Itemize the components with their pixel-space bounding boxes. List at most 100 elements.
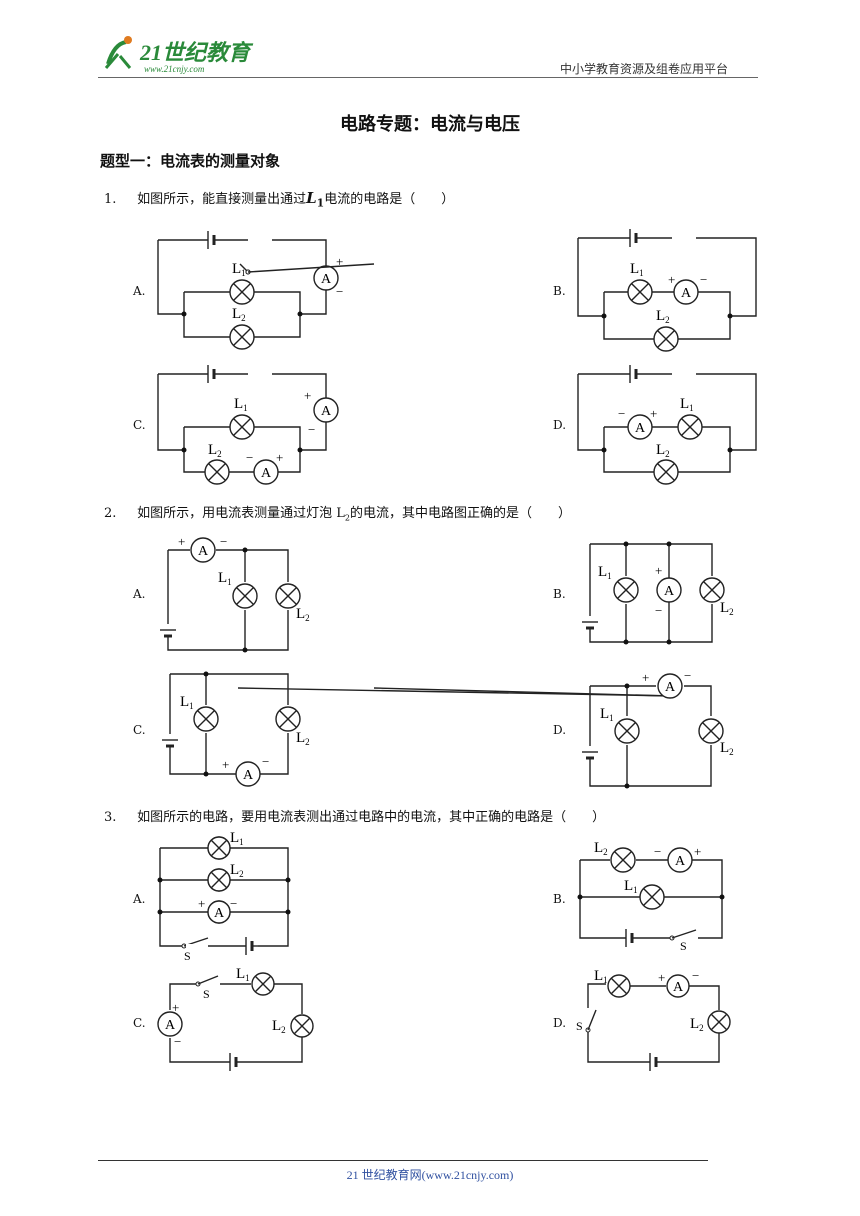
junction-dot [297, 311, 303, 317]
lamp-cross [617, 581, 635, 599]
ammeter-label: A [243, 768, 254, 783]
minus-sign: − [336, 284, 343, 299]
plus-sign: + [658, 970, 665, 985]
minus-sign: − [230, 896, 237, 911]
footer-text: 21 世纪教育网(www.21cnjy.com) [346, 1168, 514, 1182]
ammeter-icon [207, 900, 231, 924]
lamp-cross [233, 283, 251, 301]
logo-runner-icon: 21世纪教育 www.21cnjy.com [104, 36, 254, 74]
lamp-label: L2 [690, 1016, 704, 1033]
lamp-label: L1 [598, 564, 612, 581]
junction-dot [297, 447, 303, 453]
minus-sign: − [654, 844, 661, 859]
wire [169, 1038, 230, 1063]
lamp-cross [702, 722, 720, 740]
q3-option-c[interactable]: C. [133, 1016, 146, 1030]
lamp-label: L1 [630, 261, 644, 278]
lamp-cross [681, 418, 699, 436]
minus-sign: − [246, 450, 253, 465]
lamp-label: L1 [624, 878, 638, 895]
footer-divider [98, 1160, 708, 1161]
logo-text: 21世纪教育 [139, 40, 254, 65]
switch-label: S [203, 987, 210, 1001]
junction-dot [285, 877, 291, 883]
switch-icon [247, 263, 375, 273]
ammeter-icon [253, 459, 279, 485]
wire [577, 238, 604, 317]
plus-sign: + [668, 272, 675, 287]
lamp-cross [643, 888, 661, 906]
q1-option-b[interactable]: B. [553, 284, 566, 298]
junction-dot [727, 447, 733, 453]
lamp-cross [618, 722, 636, 740]
lamp-cross [657, 330, 675, 348]
lamp-label: L2 [594, 840, 608, 857]
ammeter-label: A [664, 584, 675, 599]
q3-option-b[interactable]: B. [553, 892, 566, 906]
junction-dot [285, 909, 291, 915]
lamp-cross [197, 710, 215, 728]
wire [216, 549, 289, 582]
ammeter-icon [157, 1011, 183, 1037]
wire [272, 373, 327, 398]
lamp-label: L2 [656, 442, 670, 459]
minus-sign: − [692, 968, 699, 983]
q2-option-b[interactable]: B. [553, 587, 566, 601]
lamp-cross [210, 839, 228, 857]
switch-icon [373, 687, 673, 697]
lamp-label: L2 [720, 740, 734, 757]
ammeter-icon [190, 537, 216, 563]
wire [159, 848, 182, 947]
junction-dot [624, 783, 630, 789]
lamp-label: L1 [180, 694, 194, 711]
junction-dot [157, 877, 163, 883]
switch-label: S [680, 939, 687, 953]
minus-sign: − [308, 422, 315, 437]
junction-dot [623, 541, 629, 547]
lamp-cross [703, 581, 721, 599]
wire [587, 1034, 650, 1063]
lamp-label: L2 [720, 600, 734, 617]
lamp-label: L1 [230, 830, 244, 847]
ammeter-label: A [321, 272, 332, 287]
wire [590, 543, 713, 576]
ammeter-label: A [165, 1018, 176, 1033]
junction-dot [727, 313, 733, 319]
ammeter-icon [673, 279, 699, 305]
wire [183, 426, 301, 473]
junction-dot [666, 541, 672, 547]
junction-dot [203, 771, 209, 777]
q2-option-c[interactable]: C. [133, 723, 146, 737]
plus-sign: + [336, 254, 343, 269]
minus-sign: − [618, 406, 625, 421]
lamp-cross [279, 587, 297, 605]
q1-option-c[interactable]: C. [133, 418, 146, 432]
plus-sign: + [172, 1000, 179, 1015]
q3-option-a[interactable]: A. [133, 892, 146, 906]
q2-option-a[interactable]: A. [133, 587, 146, 601]
question-3: 3. 如图所示的电路，要用电流表测出通过电路中的电流，其中正确的电路是（ ） [104, 810, 606, 825]
q1-option-d[interactable]: D. [553, 418, 567, 432]
plus-sign: + [650, 406, 657, 421]
q1-option-a[interactable]: A. [133, 284, 146, 298]
lamp-label: L2 [230, 862, 244, 879]
ammeter-label: A [673, 980, 684, 995]
wire [169, 983, 198, 1010]
q3-option-d[interactable]: D. [553, 1016, 567, 1030]
lamp-cross [610, 977, 628, 995]
question-1: 1. 如图所示，能直接测量出通过L1电流的电路是（ ） [104, 189, 455, 210]
plus-sign: + [198, 896, 205, 911]
q2-option-d[interactable]: D. [553, 723, 567, 737]
wire [272, 239, 327, 266]
lamp-cross [710, 1013, 728, 1031]
wire [656, 1033, 720, 1063]
plus-sign: + [655, 563, 662, 578]
minus-sign: − [262, 754, 269, 769]
minus-sign: − [655, 603, 662, 618]
wire [160, 847, 289, 947]
wire [260, 733, 289, 775]
junction-dot [666, 639, 672, 645]
plus-sign: + [178, 534, 185, 549]
ammeter-label: A [681, 286, 692, 301]
lamp-label: L2 [208, 442, 222, 459]
